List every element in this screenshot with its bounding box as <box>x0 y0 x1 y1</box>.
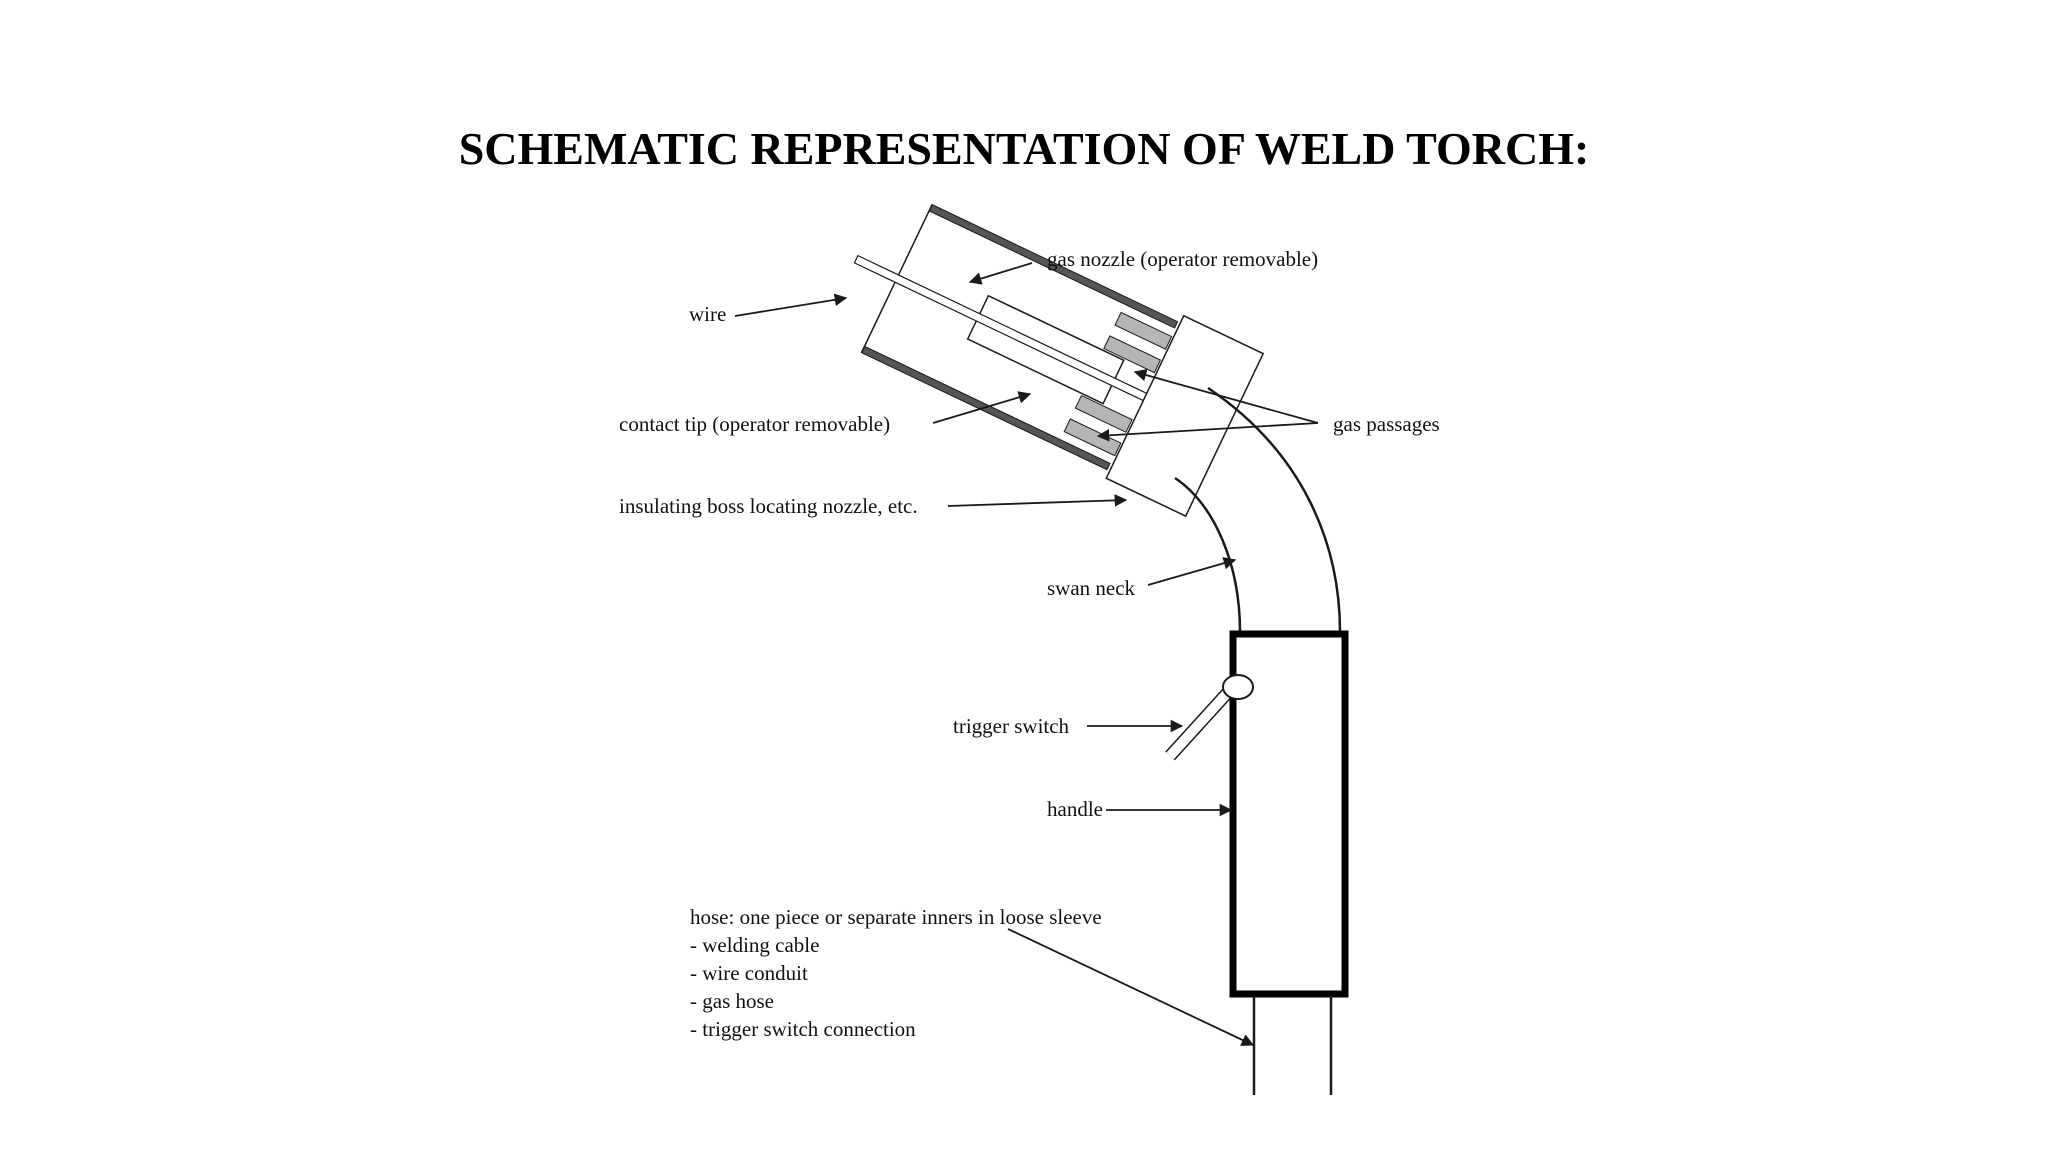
label-insulating-boss: insulating boss locating nozzle, etc. <box>619 494 918 518</box>
leader-gas-passages-lower <box>1096 422 1319 442</box>
swan-neck-outer-curve <box>1207 386 1342 633</box>
gas-passage-1 <box>1114 311 1173 350</box>
leader-hose <box>1007 928 1255 1046</box>
gas-passage-3 <box>1074 394 1133 433</box>
label-contact-tip: contact tip (operator removable) <box>619 412 890 436</box>
label-hose-line-5: - trigger switch connection <box>690 1017 916 1041</box>
label-trigger-switch: trigger switch <box>953 714 1070 738</box>
leader-swan-neck <box>1147 557 1237 586</box>
label-hose-line-3: - wire conduit <box>690 961 808 985</box>
label-swan-neck: swan neck <box>1047 576 1136 600</box>
leader-contact-tip <box>932 391 1032 424</box>
label-wire: wire <box>689 302 726 326</box>
label-gas-passages: gas passages <box>1333 412 1440 436</box>
label-hose-line-1: hose: one piece or separate inners in lo… <box>690 905 1102 929</box>
leader-gas-nozzle <box>968 262 1033 285</box>
handle <box>1229 630 1349 998</box>
trigger-switch <box>1165 674 1254 761</box>
label-hose-line-2: - welding cable <box>690 933 819 957</box>
label-hose-line-4: - gas hose <box>690 989 774 1013</box>
wire <box>853 254 1148 402</box>
swan-neck-inner-curve <box>1174 476 1242 633</box>
page-title: SCHEMATIC REPRESENTATION OF WELD TORCH: <box>458 123 1590 174</box>
leader-gas-passages-upper <box>1133 368 1319 424</box>
label-handle: handle <box>1047 797 1103 821</box>
gas-passage-4 <box>1063 418 1122 457</box>
gas-passage-2 <box>1103 335 1162 374</box>
torch-head <box>853 203 1265 518</box>
insulating-boss <box>1105 314 1265 518</box>
label-gas-nozzle: gas nozzle (operator removable) <box>1047 247 1318 271</box>
leader-insulating-boss <box>947 494 1128 507</box>
leader-wire <box>734 293 848 317</box>
